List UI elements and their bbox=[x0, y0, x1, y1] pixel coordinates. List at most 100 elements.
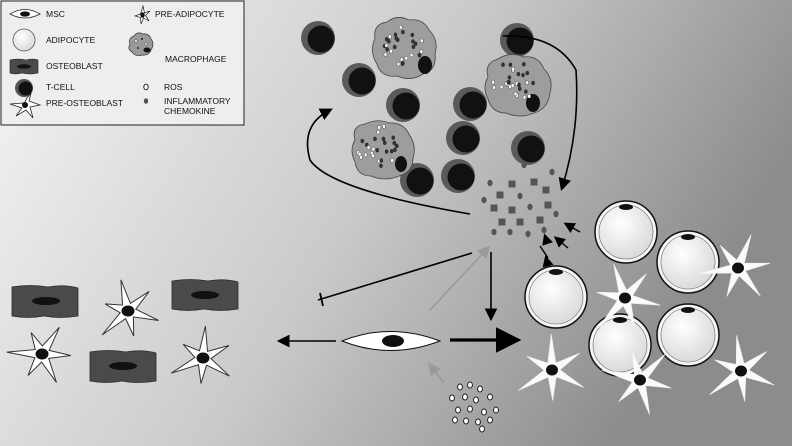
adipocyte-group bbox=[524, 200, 720, 377]
legend-macrophage-label: MACROPHAGE bbox=[165, 54, 227, 64]
ros-cluster bbox=[449, 381, 499, 433]
osteoblast-1 bbox=[11, 285, 79, 318]
t-cell bbox=[511, 131, 545, 165]
legend-osteoblast-icon bbox=[9, 58, 39, 75]
arrows bbox=[276, 35, 581, 384]
ros-dot bbox=[409, 52, 414, 58]
arrow-ros-to-msc bbox=[428, 362, 445, 384]
adipocyte bbox=[656, 303, 720, 367]
ros-dot bbox=[487, 393, 493, 401]
legend-box bbox=[0, 0, 245, 126]
ros-dot bbox=[449, 394, 455, 402]
chemokine-square bbox=[490, 204, 498, 212]
ros-dot bbox=[477, 385, 483, 393]
ros-dot bbox=[462, 393, 468, 401]
chemokine-square bbox=[508, 206, 516, 214]
chemokine-dot bbox=[506, 80, 511, 85]
inhibition-bar bbox=[319, 292, 324, 307]
chemokine-dot bbox=[517, 82, 521, 88]
chemokine-dot bbox=[487, 179, 493, 187]
pre-osteoblast bbox=[6, 326, 71, 383]
chemokine-square bbox=[542, 186, 550, 194]
chemokine-dot bbox=[392, 140, 397, 146]
ros-dot bbox=[359, 155, 363, 160]
chemokine-dot bbox=[391, 135, 396, 140]
inhibition-line bbox=[317, 252, 473, 301]
t-cell bbox=[453, 87, 487, 121]
legend-adipocyte-label: ADIPOCYTE bbox=[46, 35, 95, 45]
pre-adipocyte bbox=[518, 333, 584, 401]
arrow-msc-to-chemokines bbox=[429, 245, 491, 311]
macrophage-ros-dots bbox=[356, 25, 535, 169]
chemokine-dot bbox=[525, 70, 530, 76]
ros-dot bbox=[366, 145, 371, 150]
t-cell bbox=[400, 163, 434, 197]
legend-pre-adipocyte-icon bbox=[133, 4, 151, 25]
chemokine-dot bbox=[360, 138, 365, 144]
chemokine-dot bbox=[411, 39, 415, 44]
chemokine-square bbox=[544, 201, 552, 209]
osteoblast-2 bbox=[171, 279, 239, 311]
chemokine-dot bbox=[413, 41, 418, 46]
chemokine-cluster bbox=[481, 161, 559, 238]
chemokine-dot bbox=[507, 75, 512, 80]
ros-dot bbox=[371, 146, 376, 152]
chemokine-dot bbox=[401, 29, 405, 35]
pre-adipocyte bbox=[709, 335, 775, 402]
chemokine-square bbox=[496, 191, 504, 199]
ros-dot bbox=[463, 417, 469, 425]
chemokine-dot bbox=[382, 140, 387, 146]
legend-osteoblast-label: OSTEOBLAST bbox=[46, 61, 103, 71]
arrow-adipo-up-2 bbox=[553, 236, 569, 249]
ros-dot bbox=[419, 49, 424, 54]
legend-msc-label: MSC bbox=[46, 9, 65, 19]
pre-osteoblast bbox=[101, 279, 159, 337]
legend-ros-label: ROS bbox=[164, 82, 183, 92]
legend-msc-icon bbox=[9, 9, 41, 19]
chemokine-square bbox=[530, 178, 538, 186]
ros-dot bbox=[390, 158, 394, 163]
chemokine-dot bbox=[501, 62, 505, 67]
ros-dot bbox=[389, 49, 393, 54]
arrow-adipo-up-3 bbox=[563, 222, 581, 234]
chemokine-dot bbox=[375, 147, 380, 153]
legend-chemokine-icon bbox=[143, 98, 149, 104]
ros-dot bbox=[475, 418, 481, 426]
legend-pre-osteoblast-label: PRE-OSTEOBLAST bbox=[46, 98, 123, 108]
pre-adipocyte bbox=[596, 263, 661, 328]
t-cell bbox=[386, 88, 420, 122]
t-cell bbox=[301, 21, 335, 55]
chemokine-dot bbox=[521, 72, 525, 78]
chemokine-dot bbox=[384, 149, 389, 154]
chemokine-dot bbox=[491, 228, 497, 236]
osteoblast-3 bbox=[89, 350, 157, 383]
ros-dot bbox=[377, 125, 381, 130]
ros-dot bbox=[396, 61, 401, 67]
arrow-adipo-up-1 bbox=[542, 233, 553, 246]
chemokine-dot bbox=[410, 32, 415, 38]
adipocyte bbox=[656, 230, 720, 294]
ros-dot bbox=[384, 43, 389, 48]
chemokine-dot bbox=[394, 143, 399, 149]
ros-dot bbox=[398, 25, 403, 30]
ros-dot bbox=[511, 66, 515, 72]
chemokine-dot bbox=[387, 39, 391, 44]
legend-t-cell-label: T-CELL bbox=[46, 82, 75, 92]
ros-dot bbox=[493, 406, 499, 414]
legend: MSC PRE-ADIPOCYTE ADIPOCYTE MACROPHAGE O… bbox=[0, 0, 245, 126]
ros-dot bbox=[404, 56, 409, 61]
chemokine-dot bbox=[549, 168, 555, 176]
ros-dot bbox=[513, 91, 518, 97]
macrophage-1 bbox=[372, 17, 437, 79]
chemokine-dot bbox=[517, 192, 523, 200]
ros-dot bbox=[363, 152, 368, 158]
t-cell bbox=[441, 159, 475, 193]
chemokine-square bbox=[536, 216, 544, 224]
arrow-adipo-up-4 bbox=[542, 255, 554, 268]
adipocyte bbox=[594, 200, 658, 264]
ros-dot bbox=[479, 425, 485, 433]
ros-dot bbox=[499, 84, 504, 90]
macrophage-3 bbox=[351, 120, 415, 180]
